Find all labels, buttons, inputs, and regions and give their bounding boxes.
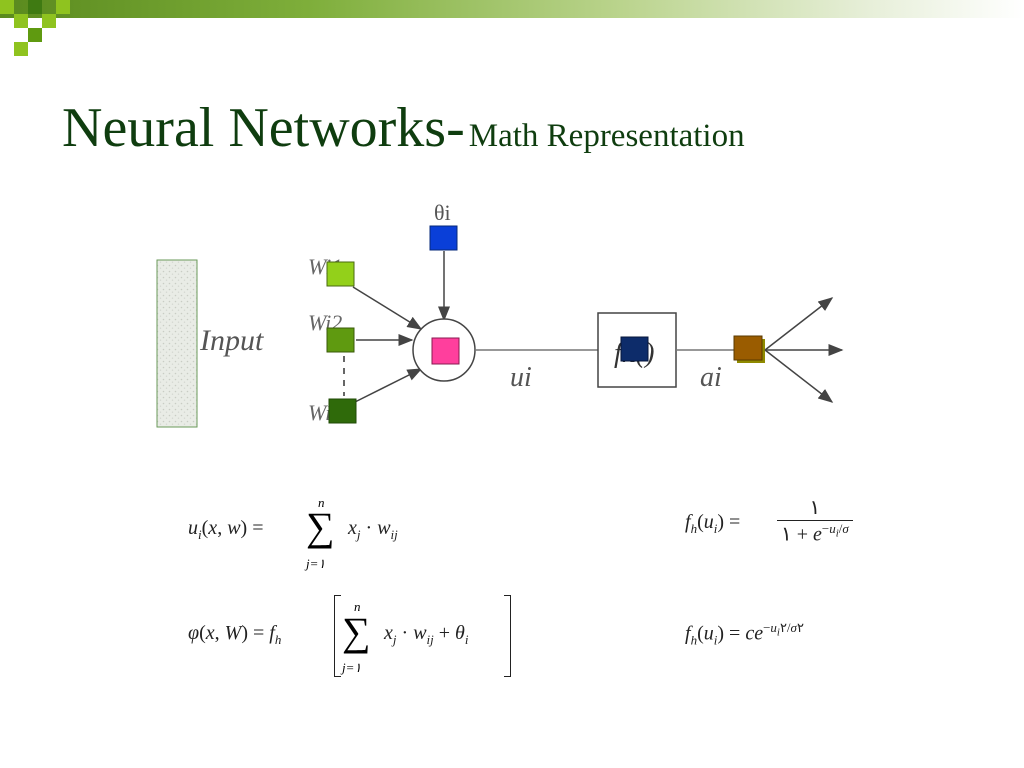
title-main: Neural Networks- bbox=[62, 97, 465, 159]
summation-box bbox=[431, 337, 460, 365]
arrow-w1 bbox=[352, 286, 423, 330]
weight-box-1 bbox=[326, 261, 355, 287]
corner-square-5 bbox=[56, 0, 70, 14]
u-label: ui bbox=[510, 362, 532, 393]
weight-box-2 bbox=[326, 327, 355, 353]
equation-3: φ(x, W) = fh ∑ n j=١ xj · wij + θi bbox=[188, 590, 518, 680]
arrow-wn bbox=[352, 368, 423, 404]
a-label: ai bbox=[700, 362, 722, 393]
equation-1: ui(x, w) = ∑ n j=١ xj · wij bbox=[188, 495, 398, 571]
output-arrow-down bbox=[764, 349, 834, 403]
corner-square-4 bbox=[42, 14, 56, 28]
theta-label: θi bbox=[434, 200, 451, 225]
corner-square-1 bbox=[0, 0, 14, 14]
equation-4: fh(ui) = ce−ui٢/σ٢ bbox=[685, 620, 804, 648]
corner-square-7 bbox=[14, 42, 28, 56]
corner-square-6 bbox=[28, 28, 42, 42]
output-arrow-up bbox=[764, 297, 834, 351]
theta-box bbox=[429, 225, 458, 251]
input-label: Input bbox=[199, 324, 264, 357]
title-sub: Math Representation bbox=[468, 118, 745, 154]
corner-square-3 bbox=[28, 0, 42, 14]
input-bar bbox=[156, 259, 198, 428]
top-gradient-bar bbox=[0, 0, 1024, 18]
activation-inner-box bbox=[620, 336, 649, 362]
output-box bbox=[733, 335, 763, 361]
corner-square-2 bbox=[14, 14, 28, 28]
slide-title: Neural Networks- Math Representation bbox=[62, 96, 745, 160]
weight-box-n bbox=[328, 398, 357, 424]
